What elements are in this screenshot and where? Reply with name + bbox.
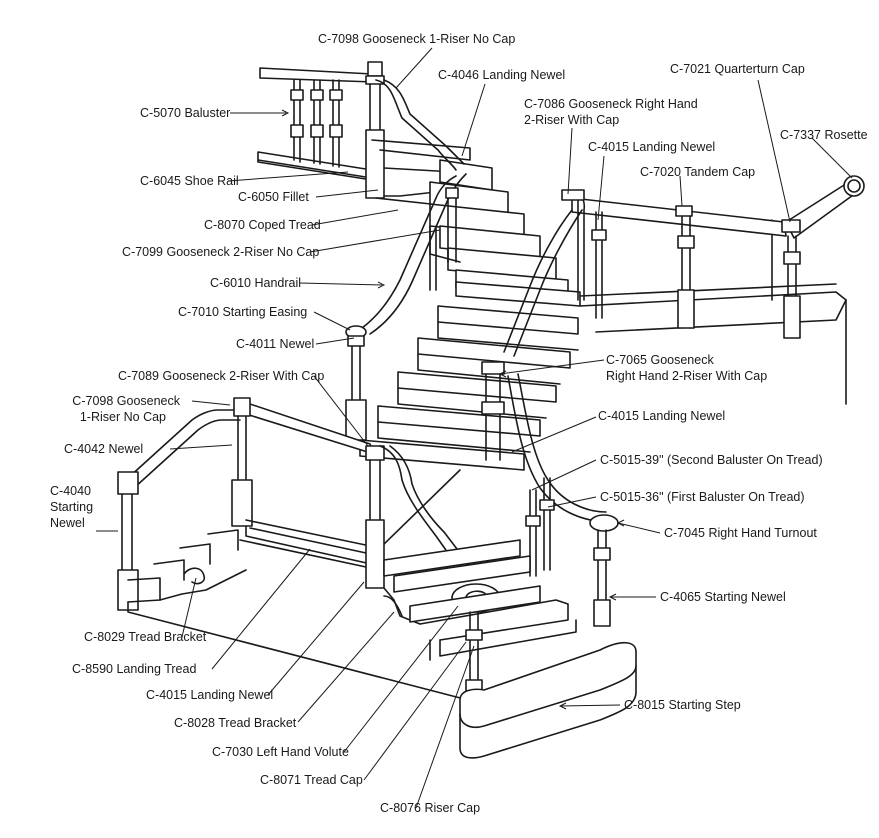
main-flight	[359, 281, 581, 471]
label-c4040-line2: Starting	[50, 500, 94, 514]
label-c8070-coped-tread: C-8070 Coped Tread	[204, 218, 321, 232]
label-c7098-left-line1: C-7098 Gooseneck	[72, 394, 180, 408]
label-c7337-rosette: C-7337 Rosette	[780, 128, 868, 142]
lower-left-landing	[117, 397, 469, 701]
label-c7020-tandem-cap: C-7020 Tandem Cap	[640, 165, 756, 179]
label-c5015-36-first-baluster: C-5015-36" (First Baluster On Tread)	[600, 490, 805, 504]
label-c4042-newel: C-4042 Newel	[64, 442, 144, 456]
label-c6045-shoe-rail: C-6045 Shoe Rail	[140, 174, 239, 188]
label-c7086-line2: 2-Riser With Cap	[524, 113, 620, 127]
label-c4015-landing-newel-mid: C-4015 Landing Newel	[598, 409, 726, 423]
label-c4046-landing-newel: C-4046 Landing Newel	[438, 68, 566, 82]
label-c5070-baluster: C-5070 Baluster	[140, 106, 231, 120]
label-c4065-starting-newel: C-4065 Starting Newel	[660, 590, 786, 604]
label-c7045-right-hand-turnout: C-7045 Right Hand Turnout	[664, 526, 817, 540]
label-c8029-tread-bracket: C-8029 Tread Bracket	[84, 630, 207, 644]
label-c8028-tread-bracket: C-8028 Tread Bracket	[174, 716, 297, 730]
label-c8590-landing-tread: C-8590 Landing Tread	[72, 662, 197, 676]
label-c8076-riser-cap: C-8076 Riser Cap	[380, 801, 481, 815]
label-c8071-tread-cap: C-8071 Tread Cap	[260, 773, 363, 787]
label-c7098-left-line2: 1-Riser No Cap	[79, 410, 166, 424]
label-c6010-handrail: C-6010 Handrail	[210, 276, 302, 290]
label-c7098-gooseneck-top: C-7098 Gooseneck 1-Riser No Cap	[318, 32, 516, 46]
landing-newel-4046	[365, 61, 385, 199]
label-c7065-line2: Right Hand 2-Riser With Cap	[606, 369, 768, 383]
label-c7065-line1: C-7065 Gooseneck	[606, 353, 714, 367]
label-c4040-line3: Newel	[50, 516, 85, 530]
newel-4011	[345, 187, 459, 441]
right-balcony	[561, 175, 865, 405]
upper-flight	[429, 159, 569, 299]
label-c7030-left-hand-volute: C-7030 Left Hand Volute	[212, 745, 349, 759]
lower-flight	[365, 445, 637, 759]
label-c4040-line1: C-4040	[50, 484, 91, 498]
label-c6050-fillet: C-6050 Fillet	[238, 190, 309, 204]
leader-lines	[96, 47, 853, 809]
label-c8015-starting-step: C-8015 Starting Step	[624, 698, 741, 712]
label-c7010-starting-easing: C-7010 Starting Easing	[178, 305, 308, 319]
label-c4015-landing-newel-top: C-4015 Landing Newel	[588, 140, 716, 154]
middle-right-handrail	[481, 209, 619, 627]
label-c4011-newel: C-4011 Newel	[236, 337, 315, 351]
label-c7099-gooseneck: C-7099 Gooseneck 2-Riser No Cap	[122, 245, 320, 259]
label-c5015-39-second-baluster: C-5015-39" (Second Baluster On Tread)	[600, 453, 823, 467]
label-c7089-gooseneck: C-7089 Gooseneck 2-Riser With Cap	[118, 369, 325, 383]
upper-balusters	[290, 79, 343, 168]
label-c7086-line1: C-7086 Gooseneck Right Hand	[524, 97, 698, 111]
label-c7021-quarterturn-cap: C-7021 Quarterturn Cap	[670, 62, 805, 76]
label-c4015-landing-newel-bottom: C-4015 Landing Newel	[146, 688, 274, 702]
